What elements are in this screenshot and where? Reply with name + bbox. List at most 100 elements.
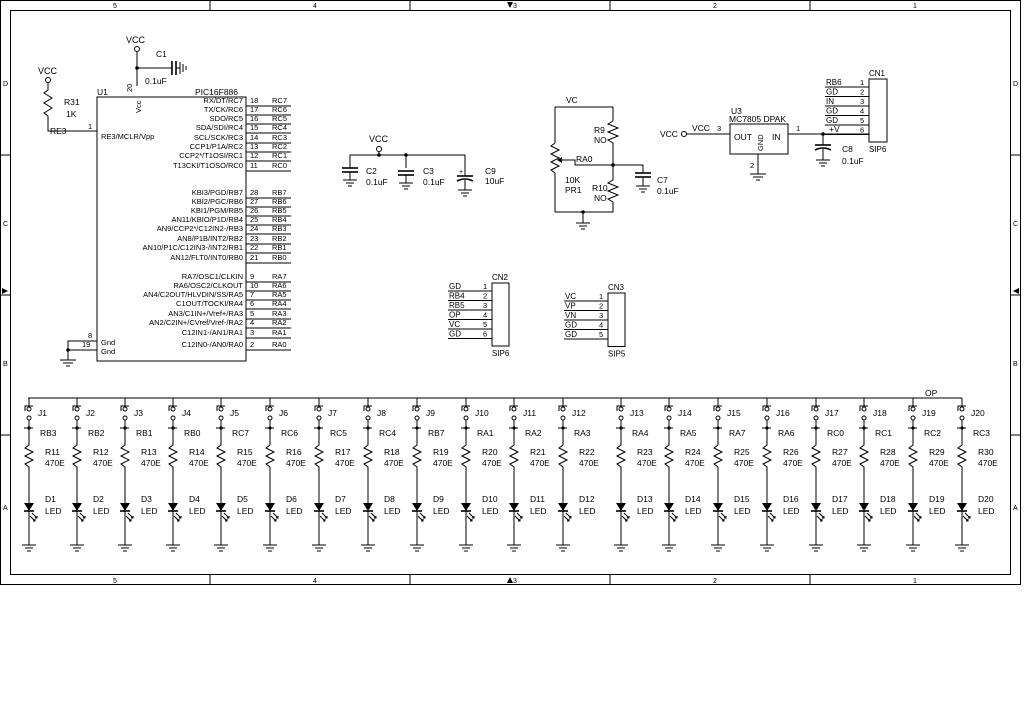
led-arrow xyxy=(468,512,475,519)
led-arrow xyxy=(319,515,326,522)
led-arrow xyxy=(321,512,328,519)
mcu-ref: U1 xyxy=(97,87,108,97)
resistor xyxy=(23,428,35,503)
connector-pin-num: 1 xyxy=(599,292,603,301)
led-value: LED xyxy=(978,506,995,516)
c1-value: 0.1uF xyxy=(145,76,167,86)
connector-pin-num: 4 xyxy=(860,107,864,116)
jumper-pin xyxy=(959,415,965,421)
jumper-pin xyxy=(560,406,566,412)
led-arrow xyxy=(962,515,969,522)
led-arrow xyxy=(915,512,922,519)
led-value: LED xyxy=(880,506,897,516)
led-symbol xyxy=(811,503,821,511)
jumper-pin xyxy=(666,406,672,412)
led-value: LED xyxy=(433,506,450,516)
jumper-link xyxy=(461,405,470,411)
jumper-pin xyxy=(959,406,965,412)
mcu-pin-name: CCP2*/T1OSI/RC1 xyxy=(179,151,243,160)
zone-col-label: 4 xyxy=(313,3,317,10)
reg-vcc-pin-label: VCC xyxy=(692,123,710,133)
mcu-pin-num: 17 xyxy=(250,105,258,114)
mcu-pin-num: 12 xyxy=(250,151,258,160)
led-arrow xyxy=(77,515,84,522)
led-symbol xyxy=(168,503,178,511)
jumper-pin xyxy=(267,415,273,421)
led-arrow xyxy=(125,515,132,522)
led-arrow xyxy=(767,515,774,522)
mcu-pin-name: C12IN1-/AN1/RA1 xyxy=(182,328,243,337)
mcu-pin-num: 13 xyxy=(250,142,258,151)
jumper-pin xyxy=(764,415,770,421)
connector-pin-net: RB5 xyxy=(449,301,465,310)
led-symbol xyxy=(762,503,772,511)
led-net-label: RA6 xyxy=(778,428,795,438)
jumper-link xyxy=(664,405,673,411)
led-arrow xyxy=(370,512,377,519)
connector-pin-net: RB4 xyxy=(449,292,465,301)
led-symbol xyxy=(664,503,674,511)
mcu-pin-name: RA6/OSC2/CLKOUT xyxy=(173,281,243,290)
mcu-pin-num: 14 xyxy=(250,133,258,142)
led-arrow xyxy=(769,512,776,519)
resistor xyxy=(810,428,822,503)
resistor xyxy=(313,428,325,503)
led-ref: D18 xyxy=(880,494,896,504)
led-value: LED xyxy=(783,506,800,516)
led-symbol xyxy=(558,503,568,511)
resistor xyxy=(712,428,724,503)
led-net-label: RC4 xyxy=(379,428,396,438)
connector-pin-num: 3 xyxy=(599,311,603,320)
jumper-pin xyxy=(715,415,721,421)
led-arrow xyxy=(29,515,36,522)
mcu-pin-net: RA4 xyxy=(272,299,287,308)
connector-pin-num: 4 xyxy=(599,321,603,330)
reg-part: MC7805 DPAK xyxy=(729,114,786,124)
resistor xyxy=(663,428,675,503)
c3-value: 0.1uF xyxy=(423,177,445,187)
mcu-pin-name: AN11/KBIO/P1D/RB4 xyxy=(171,215,243,224)
resistor-ref: R22 xyxy=(579,447,595,457)
led-arrow xyxy=(669,515,676,522)
jumper-ref: J16 xyxy=(776,408,790,418)
connector-pin-num: 6 xyxy=(483,330,487,339)
led-ref: D3 xyxy=(141,494,152,504)
re3-net-label: RE3 xyxy=(50,126,67,136)
zone-row-label: A xyxy=(1013,505,1018,512)
reg-vcc-net: VCC xyxy=(660,129,678,139)
led-ref: D1 xyxy=(45,494,56,504)
resistor-value: 470E xyxy=(335,458,355,468)
resistor xyxy=(615,428,627,503)
mcu-pin-net: RC7 xyxy=(272,96,287,105)
jumper-pin xyxy=(414,406,420,412)
mcu-pin-net: RB7 xyxy=(272,188,287,197)
led-ref: D17 xyxy=(832,494,848,504)
mcu-pin-num: 5 xyxy=(250,309,254,318)
jumper-link xyxy=(216,405,225,411)
led-symbol xyxy=(461,503,471,511)
connector-ref: CN3 xyxy=(608,283,625,292)
jumper-ref: J19 xyxy=(922,408,936,418)
jumper-link xyxy=(314,405,323,411)
led-ref: D15 xyxy=(734,494,750,504)
mcu-pin-num: 15 xyxy=(250,123,258,132)
mcu-pin-num: 7 xyxy=(250,290,254,299)
led-net-label: RA5 xyxy=(680,428,697,438)
mcu-pin-net: RA1 xyxy=(272,328,287,337)
mcu-pin-num: 19 xyxy=(82,340,90,349)
led-arrow xyxy=(818,512,825,519)
jumper-pin xyxy=(170,406,176,412)
resistor-value: 470E xyxy=(734,458,754,468)
led-ref: D13 xyxy=(637,494,653,504)
jumper-pin xyxy=(463,406,469,412)
reg-in-pin: 1 xyxy=(796,124,800,133)
mcu-pin-num: 27 xyxy=(250,197,258,206)
